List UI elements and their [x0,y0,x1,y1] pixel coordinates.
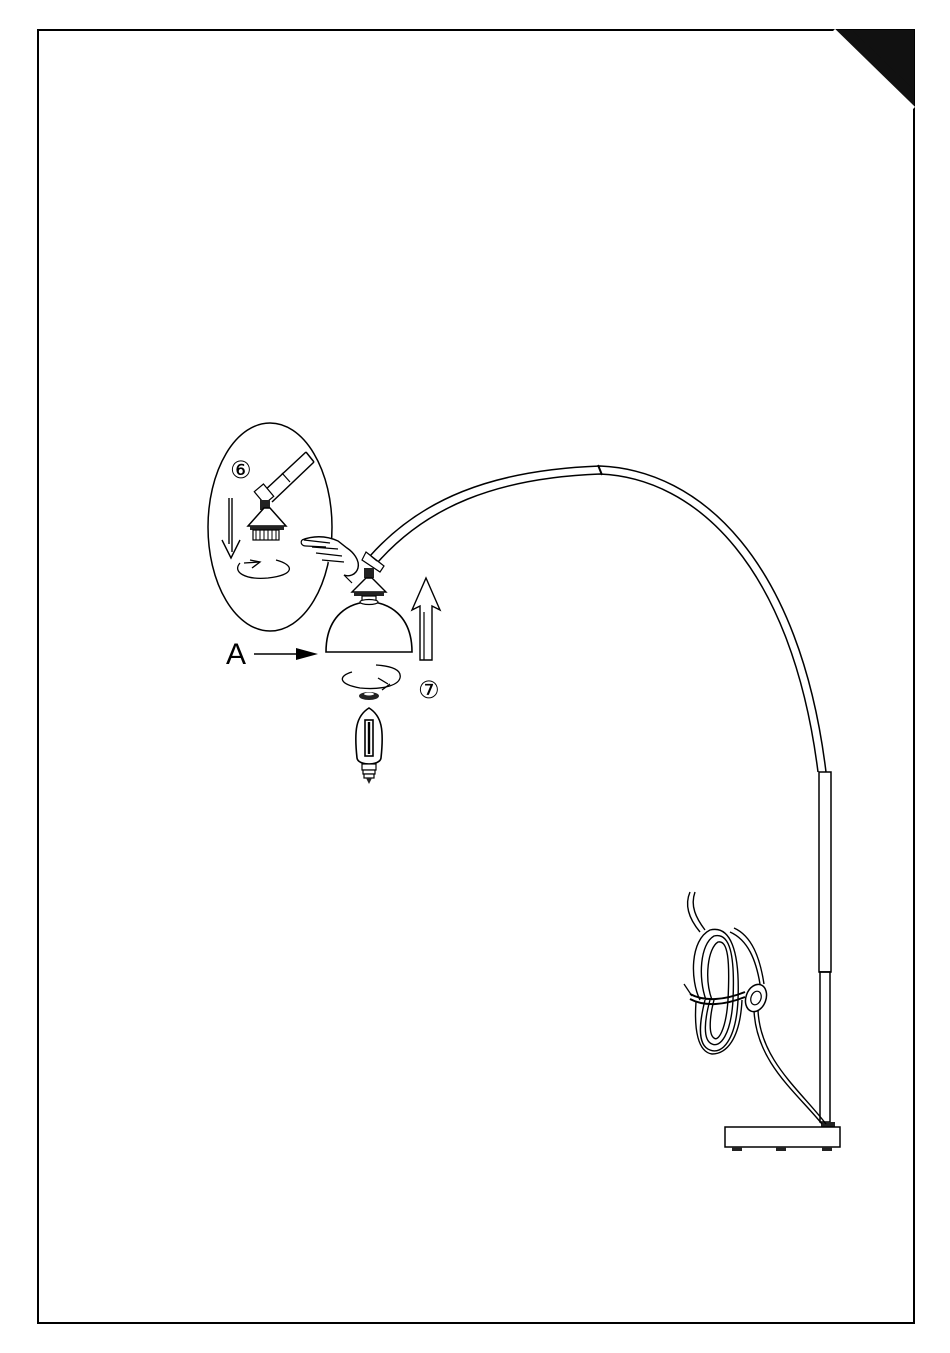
part-a-label: A [226,638,246,671]
lamp-base [725,1127,840,1147]
lamp-shade-a [326,600,412,653]
step-six-label: ⑥ [230,457,252,484]
detail-ellipse [208,423,332,631]
up-arrow [412,578,440,660]
arc-lamp [362,465,840,1151]
locking-ring [359,692,379,700]
lamp-head-holder [352,568,386,602]
step-seven-label: ⑦ [418,677,440,704]
part-a-arrow [254,648,318,660]
power-cord [758,1010,826,1124]
cord-coil [684,892,745,1054]
rotation-arrow-seven [342,665,400,690]
edison-bulb-icon [356,708,382,784]
page-corner-tab [834,30,914,108]
